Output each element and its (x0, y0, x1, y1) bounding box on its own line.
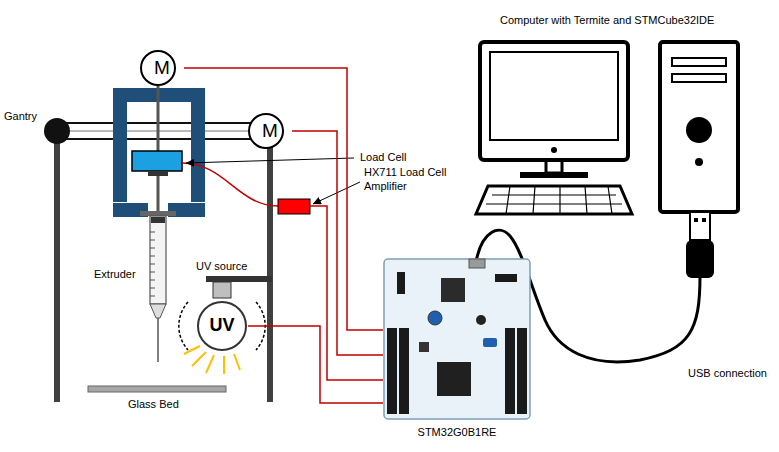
power-button (686, 117, 712, 143)
monitor (480, 42, 628, 160)
syringe-tip (150, 304, 166, 318)
drive-slot (672, 58, 726, 66)
usb-plug-body (686, 240, 714, 278)
part-label: Glass Bed (128, 398, 198, 412)
node-text: UV (196, 315, 248, 337)
computer-tower (660, 42, 738, 212)
motor-symbol: M (248, 113, 292, 149)
debug-chip (441, 278, 465, 302)
part-label: UV source (196, 260, 266, 274)
lamp-socket (213, 282, 231, 298)
part-label: Load Cell (360, 151, 440, 165)
lead-screw (157, 86, 160, 151)
drive-slot (672, 74, 726, 82)
leader-line (186, 158, 354, 163)
part-label: Gantry (4, 110, 54, 124)
usb-plug-head (690, 212, 710, 240)
microcontroller-board: STM32G0B1RE (383, 258, 531, 448)
motor-symbol: M (140, 50, 184, 86)
jumper-header (397, 272, 405, 294)
monitor-base (520, 172, 588, 178)
load-cell-plate (148, 171, 168, 176)
glass-bed (88, 386, 226, 392)
node-text: M (140, 57, 184, 80)
pin-header (387, 328, 397, 414)
syringe-barrel (150, 216, 166, 304)
microcontroller-board-outline (383, 258, 531, 420)
plunger-head (151, 217, 165, 223)
gantry-rail (57, 123, 266, 139)
pin-header (505, 328, 515, 414)
gantry-pulley (44, 118, 70, 144)
user-button (428, 311, 442, 325)
signal-wire (184, 68, 383, 330)
connection-label: USB connection (688, 367, 776, 381)
frame-post (267, 131, 273, 402)
needle (157, 318, 159, 362)
mcu-chip (437, 362, 471, 396)
led (695, 158, 703, 166)
board-pcb (384, 259, 530, 419)
keyboard-keys (486, 186, 622, 214)
power-dot (551, 147, 557, 153)
usb-plug-contact (702, 218, 706, 222)
usb-plug-contact (694, 218, 698, 222)
part-label: HX711 Load Cell Amplifier (364, 166, 456, 194)
board-caption: STM32G0B1RE (383, 426, 531, 439)
syringe-flange (140, 211, 176, 216)
syringe-ticks (150, 232, 155, 296)
signal-wire (292, 131, 383, 355)
jumper-header (495, 274, 517, 282)
uv-lamp: UV (196, 282, 248, 352)
uv-mount (206, 276, 272, 282)
reset-button (476, 315, 486, 325)
sensor-wire (182, 163, 278, 206)
pin-header (517, 328, 527, 414)
st-logo (483, 338, 497, 347)
gantry-rail (57, 131, 266, 132)
frame-post (54, 131, 60, 402)
monitor-stand (546, 160, 562, 173)
uv-rays (184, 346, 240, 374)
signal-wire (248, 326, 383, 403)
amplifier-board (278, 199, 310, 214)
part-label: Extruder (94, 268, 148, 282)
ic-chip (419, 342, 429, 352)
keyboard (476, 186, 632, 214)
pin-header (399, 328, 409, 414)
load-cell (132, 151, 182, 171)
usb-port (469, 259, 485, 268)
monitor-screen (490, 52, 618, 140)
node-text: M (248, 120, 292, 143)
uv-glow (179, 302, 188, 350)
plunger-rod (157, 176, 160, 212)
device-label: Computer with Termite and STMCube32IDE (500, 14, 760, 28)
